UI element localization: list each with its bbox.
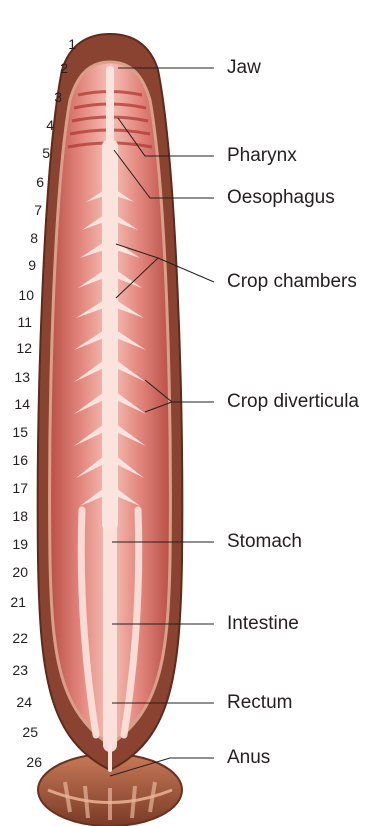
segment-number-9: 9 [10,258,36,272]
label-stomach: Stomach [227,532,302,551]
segment-number-11: 11 [6,315,32,329]
segment-number-10: 10 [8,288,34,302]
segment-number-3: 3 [36,90,62,104]
label-rectum: Rectum [227,693,292,712]
label-intestine: Intestine [227,614,299,633]
segment-number-15: 15 [2,425,28,439]
label-jaw: Jaw [227,58,261,77]
segment-number-23: 23 [2,663,28,677]
segment-number-14: 14 [4,397,30,411]
label-crop-chambers: Crop chambers [227,272,357,291]
segment-number-2: 2 [42,61,68,75]
segment-number-19: 19 [2,537,28,551]
segment-number-6: 6 [18,175,44,189]
segment-number-7: 7 [16,203,42,217]
segment-number-24: 24 [6,695,32,709]
label-pharynx: Pharynx [227,146,297,165]
segment-number-22: 22 [2,631,28,645]
segment-number-26: 26 [16,755,42,769]
segment-number-16: 16 [2,453,28,467]
label-crop-diverticula: Crop diverticula [227,392,359,411]
segment-number-21: 21 [0,595,26,609]
segment-number-12: 12 [6,341,32,355]
segment-number-25: 25 [12,725,38,739]
segment-number-18: 18 [2,509,28,523]
label-oesophagus: Oesophagus [227,188,335,207]
segment-number-13: 13 [4,370,30,384]
segment-number-20: 20 [2,565,28,579]
segment-number-5: 5 [24,146,50,160]
segment-number-1: 1 [50,37,76,51]
segment-number-17: 17 [2,481,28,495]
label-anus: Anus [227,748,270,767]
segment-number-4: 4 [28,118,54,132]
segment-number-8: 8 [12,231,38,245]
